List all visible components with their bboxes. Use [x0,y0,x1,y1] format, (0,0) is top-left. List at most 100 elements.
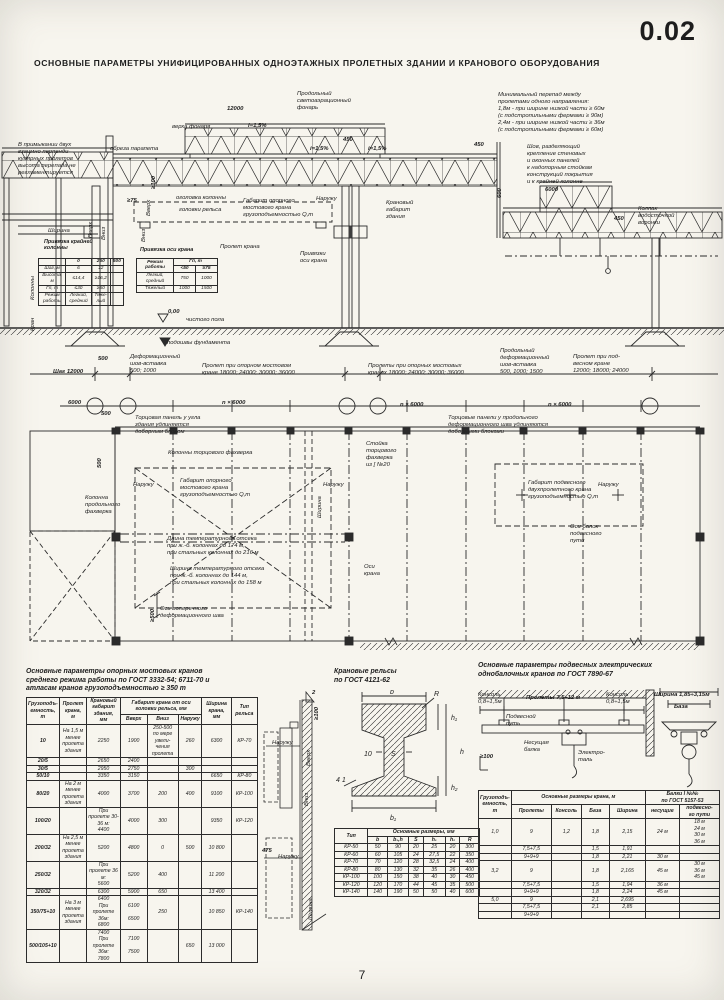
annotation: Ширина [48,228,70,234]
rails-table: Тип Основные размеры, мм b b₁,h S h₁ h₂ … [333,828,480,897]
annotation: Пролет крана [220,244,260,250]
annotation: Подвесной путь [506,714,536,727]
annotation: 6000 [545,187,559,193]
table-row: Высота, м≤14,4≥16,2 [37,271,125,286]
bridge-cranes-title: Основные параметры опорных мостовых кран… [26,668,210,693]
annotation: ≥500 [150,608,156,622]
rail-dim-b1: b₁ [390,815,397,822]
annotation: i=1,5% [368,146,387,152]
rail-dim-b: b [390,690,394,696]
annotation: Вверх [306,749,312,766]
annotation: ≥100 [480,754,494,760]
crane-axis-caption: Привязка оси крана [140,247,194,253]
annotation: n × 6000 [548,402,572,408]
annotation: Наружу [278,854,299,860]
annotation: Габарит опорного мостового крана грузопо… [180,478,251,498]
annotation: оголовка колонны [176,195,226,201]
annotation: Минимальный перепад между пролетами одно… [498,92,605,133]
annotation: Ширина [317,496,323,518]
annotation: Торцовая панель у угла здания удлиняется… [135,415,201,435]
annotation: Продольный светоаэрационный фонарь [297,91,351,111]
annotation: Кран [30,317,36,331]
annotation: Наружу [272,740,293,746]
bridge-cranes-block: Основные параметры опорных мостовых кран… [26,668,262,964]
annotation: 600 [497,188,503,198]
page-number: 7 [358,968,366,982]
annotation: 500 [97,458,103,468]
suspended-cranes-title: Основные параметры подвесных электрическ… [478,662,653,678]
annotation: 2 [312,690,316,696]
annotation: Наружу [133,482,154,488]
annotation: Колонны [30,275,36,300]
annotation: Пролеты 7,5÷12 м [526,695,581,701]
annotation: Деформационный шов-вставка 500; 1000 [130,354,181,374]
annotation: Вверх [88,221,94,238]
annotation: Вниз [141,228,147,242]
annotation: Электро- таль [578,750,605,763]
annotation: Ширина [308,898,314,920]
annotation: Габарит подвесного двухпролетного крана … [528,480,599,500]
annotation: Наружу [598,482,619,488]
rail-dim-slope: 4 1 [336,777,346,784]
suspended-cranes-block: Основные параметры подвесных электрическ… [478,662,722,972]
annotation: 450 [343,137,353,143]
annotation: Колпак водосточной воронки [638,206,675,226]
annotation: головки рельса [179,207,222,213]
column-binding-caption: Привязка крайней колонны [44,239,93,251]
annotation: i=1,5% [310,146,329,152]
suspended-cranes-table: Грузоподъ- емность, т Основные размеры к… [478,790,721,919]
rail-dim-r: R [434,691,439,698]
annotation: Колонны торцового фахверка [168,450,253,456]
annotation: i=1,5% [248,123,267,129]
annotation: Продольный деформационный шов-вставка 50… [500,348,550,375]
annotation: Вниз [101,226,107,240]
annotation: чистого пола [186,317,225,323]
suspended-crane-svg [478,688,719,788]
annotation: База [674,704,688,710]
sheet-code: 0.02 [639,16,696,46]
annotation: Шаг 12000 [53,369,84,375]
annotation: Торцовые панели у продольного деформацио… [448,415,548,435]
annotation: Пролеты при опорных мостовых кранах 1800… [368,363,464,376]
rail-dim-h: h [460,749,464,756]
annotation: Наружу [323,482,344,488]
annotation: Габарит опорного мостового крана грузопо… [243,198,314,218]
rail-profile-svg: b R h₁ h h₂ S 10 b₁ 4 1 [336,690,464,822]
annotation: Оси крана [364,564,380,577]
plan-svg [29,397,705,650]
crane-rails-title: Крановые рельсы по ГОСТ 4121-62 [334,668,397,684]
annotation: 450 [614,216,624,222]
annotation: 0,00 [168,309,180,315]
annotation: 475 [262,848,272,854]
annotation: обреза парапета [110,146,159,152]
table-row: 9+9+9 [478,910,721,919]
annotation: Вниз [304,792,310,806]
annotation: Пролет при под- весном кране 12000; 1800… [573,354,629,374]
section-svg [0,123,724,381]
annotation: Длина температурного отсека при ж.-б. ко… [167,536,259,556]
